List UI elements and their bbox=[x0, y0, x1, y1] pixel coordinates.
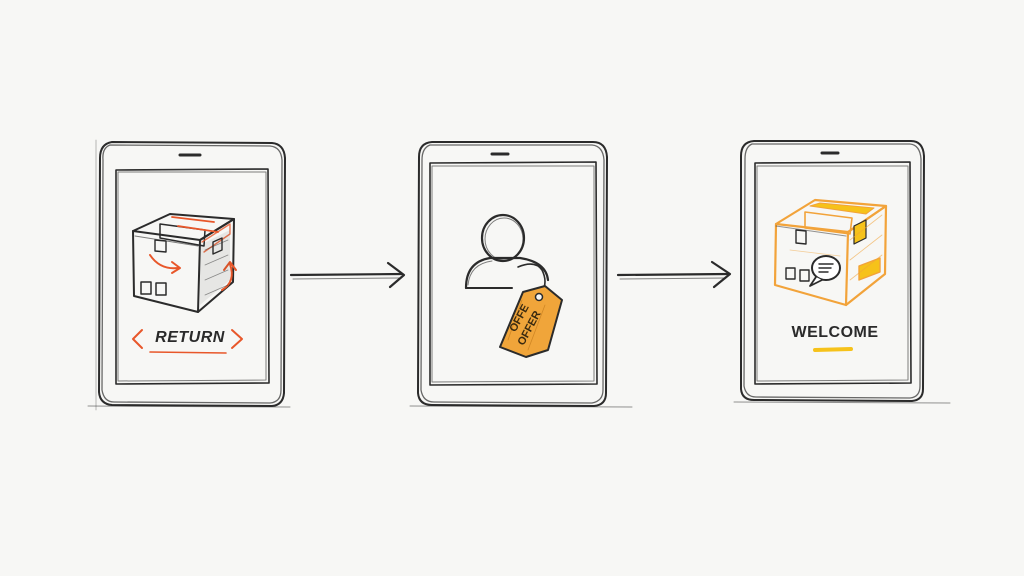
tablet-offer bbox=[409, 141, 633, 408]
welcome-underline bbox=[813, 347, 853, 352]
tablet-return bbox=[87, 139, 291, 411]
person-icon bbox=[464, 213, 550, 290]
arrow-right-icon bbox=[289, 261, 406, 289]
welcome-label: WELCOME bbox=[791, 324, 879, 341]
box-icon bbox=[132, 213, 237, 313]
return-chevrons bbox=[132, 329, 243, 354]
chat-bubble-icon bbox=[809, 255, 841, 287]
price-tag-icon bbox=[499, 263, 563, 358]
return-label: RETURN bbox=[155, 329, 225, 346]
arrow-right-icon bbox=[616, 260, 732, 289]
box-icon bbox=[773, 198, 888, 307]
tablet-welcome bbox=[733, 140, 951, 404]
